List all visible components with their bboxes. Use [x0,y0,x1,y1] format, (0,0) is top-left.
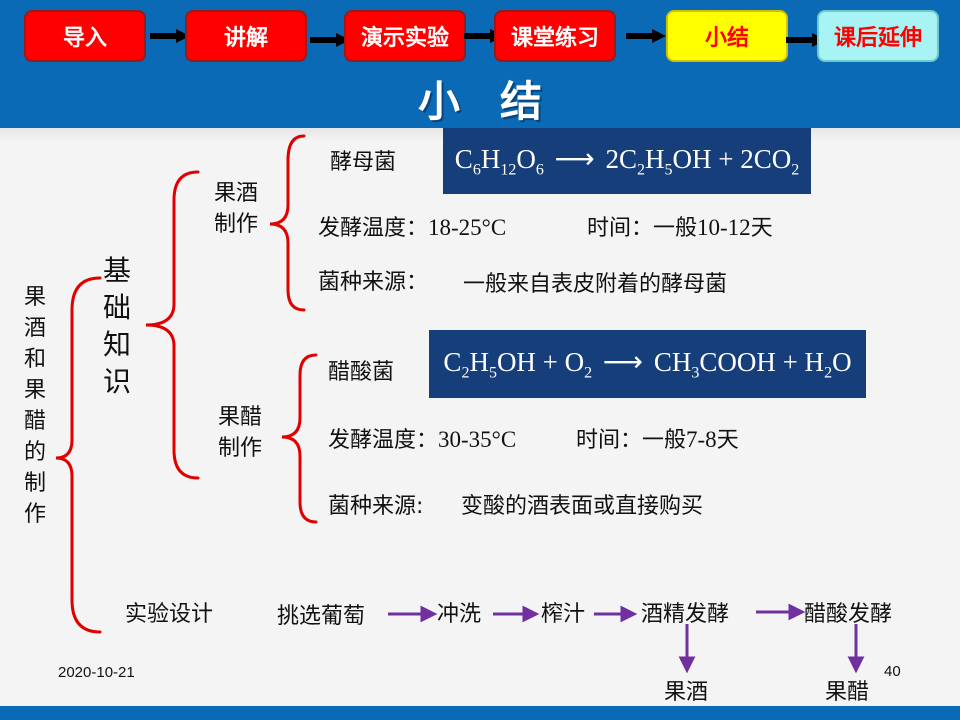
page-number: 40 [884,663,901,680]
page-title: 小结 [417,77,582,126]
nav-button-summary[interactable]: 小结 [666,10,788,62]
wine-temp-value: 18-25°C [428,215,507,240]
nav-arrow-icon [626,29,666,43]
root-label: 果酒和果醋的制作 [23,285,46,527]
vinegar-temp-label: 发酵温度： [328,428,439,453]
wine-time: 时间：一般10-12天 [587,210,773,242]
nav-label: 演示实验 [360,26,449,51]
wine-temperature: 发酵温度：18-25°C [318,210,506,242]
wine-time-label: 时间：一般 [587,216,698,241]
nav-label: 导入 [62,26,107,51]
flow-output: 果醋 [825,680,870,705]
vinegar-source-label: 菌种来源: [328,494,424,519]
vinegar-formula: C2H5OH + O2 ⟶ CH3COOH + H2O [429,330,866,398]
nav-label: 讲解 [223,26,268,51]
nav-button-extension[interactable]: 课后延伸 [817,10,939,62]
wine-formula: C6H12O6 ⟶ 2C2H5OH + 2CO2 [443,128,811,194]
header-bar [0,0,960,128]
vinegar-formula-text: C2H5OH + O2 ⟶ CH3COOH + H2O [443,345,852,382]
wine-time-value: 10-12 [697,215,751,240]
wine-source-value: 一般来自表皮附着的酵母菌 [463,272,728,297]
footer-bar [0,706,960,720]
wine-source-label: 菌种来源： [318,270,429,295]
vinegar-time-value: 7-8 [686,427,717,452]
flow-step: 榨汁 [541,602,586,627]
flow-step: 冲洗 [437,602,482,627]
experiment-label: 实验设计 [125,602,214,627]
wine-formula-text: C6H12O6 ⟶ 2C2H5OH + 2CO2 [454,142,800,179]
flow-step: 酒精发酵 [641,602,730,627]
nav-button-explain[interactable]: 讲解 [185,10,307,62]
wine-label: 果酒制作 [213,181,258,237]
nav-label: 课堂练习 [510,26,599,51]
nav-button-intro[interactable]: 导入 [24,10,146,62]
basics-brace [145,170,200,480]
vinegar-temperature: 发酵温度：30-35°C [328,422,516,454]
vinegar-organism: 醋酸菌 [328,360,395,385]
flow-output: 果酒 [664,680,709,705]
wine-time-unit: 天 [750,216,773,241]
vinegar-time: 时间：一般7-8天 [576,422,739,454]
vinegar-source-value: 变酸的酒表面或直接购买 [461,494,704,519]
nav-label: 小结 [704,26,749,51]
nav-arrow-icon [150,29,190,43]
vinegar-time-label: 时间：一般 [576,428,687,453]
vinegar-label: 果醋制作 [217,405,262,461]
basics-label: 基础知识 [102,254,131,398]
flow-step: 醋酸发酵 [804,602,893,627]
nav-button-practice[interactable]: 课堂练习 [494,10,616,62]
wine-organism: 酵母菌 [330,150,397,175]
wine-brace [269,134,306,312]
nav-arrow-icon [310,33,350,47]
nav-label: 课后延伸 [833,26,922,51]
vinegar-brace [281,353,318,524]
nav-button-demo[interactable]: 演示实验 [344,10,466,62]
vinegar-time-unit: 天 [716,428,739,453]
root-brace [55,276,102,634]
footer-date: 2020-10-21 [58,664,135,681]
flow-step: 挑选葡萄 [277,604,366,629]
wine-temp-label: 发酵温度： [318,216,429,241]
vinegar-temp-value: 30-35°C [438,427,517,452]
